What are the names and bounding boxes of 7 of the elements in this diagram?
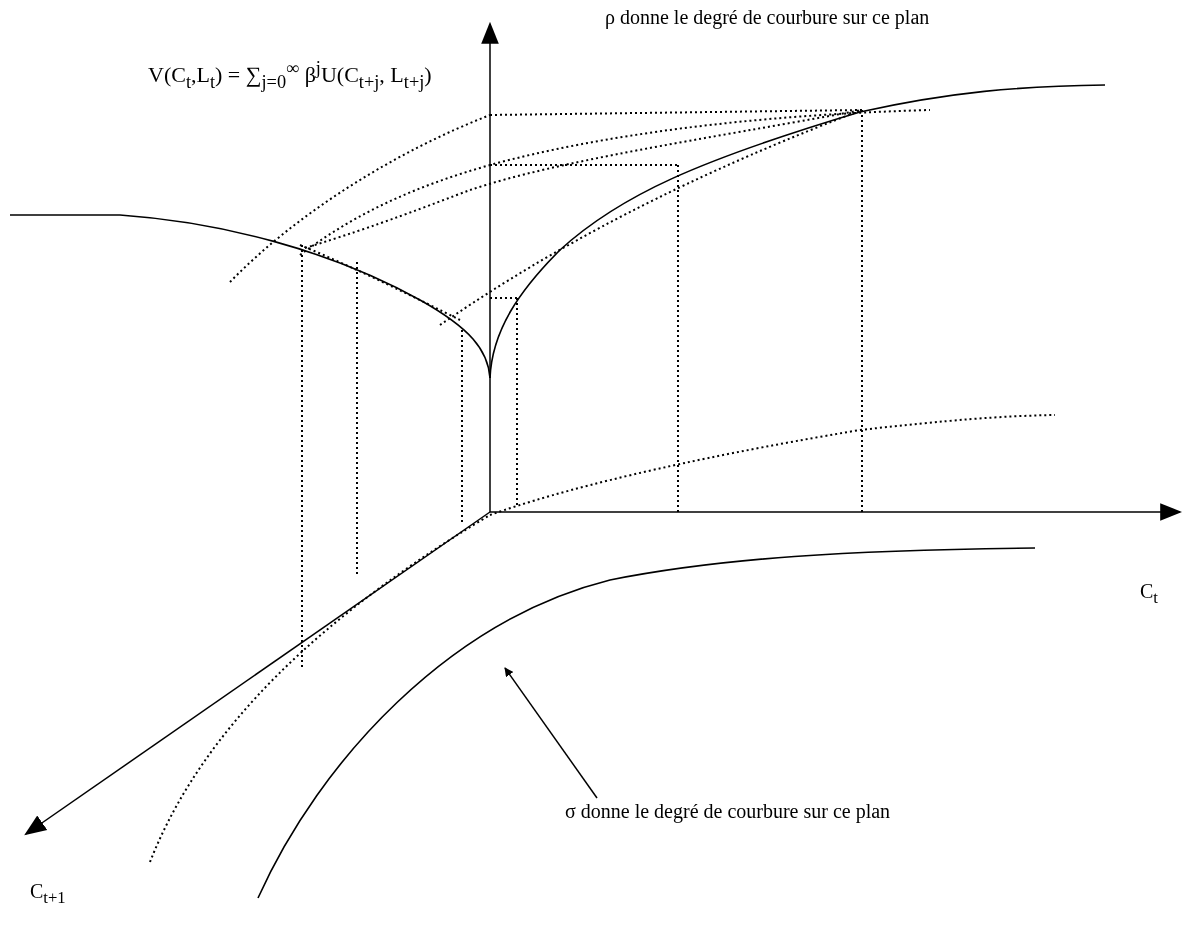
annotation-text: σ donne le degré de courbure sur ce plan [565, 800, 891, 823]
axis-label: C$_{t+1}$ [30, 880, 66, 908]
curve [257, 547, 1036, 899]
leader-line [504, 667, 598, 799]
formula-text: V(C$_{t}$,L$_{t}$) = ∑$_{j=0}$$^{∞}$ β$^{j}$U(C$_{t+j}$, L$_{t+j}$) [148, 58, 432, 93]
annotation-text: ρ donne le degré de courbure sur ce plan [605, 6, 930, 29]
axis-label: C$_{t}$ [1140, 580, 1158, 608]
